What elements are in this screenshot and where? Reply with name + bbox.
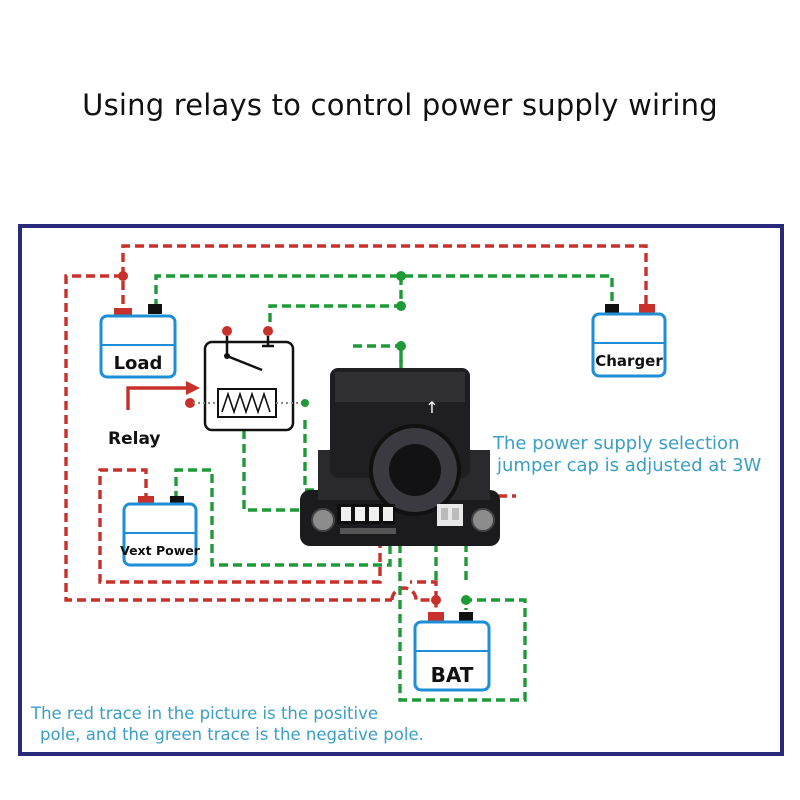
load-battery: Load — [99, 304, 177, 379]
legend-note-line2: pole, and the green trace is the negativ… — [40, 725, 424, 744]
vext-power-label: Vext Power — [120, 543, 201, 558]
charger-battery: Charger — [591, 304, 667, 378]
svg-text:↑: ↑ — [425, 398, 438, 417]
legend-note-line1: The red trace in the picture is the posi… — [30, 704, 378, 723]
page-title: Using relays to control power supply wir… — [82, 88, 718, 122]
bat-battery: BAT — [413, 612, 491, 692]
charger-label: Charger — [595, 352, 663, 370]
jumper-note-line2: jumper cap is adjusted at 3W — [496, 455, 762, 476]
load-label: Load — [114, 353, 163, 374]
relay-symbol — [126, 326, 309, 432]
bat-label: BAT — [431, 663, 474, 687]
relay-label: Relay — [108, 429, 160, 449]
vext-power-battery: Vext Power — [120, 496, 201, 567]
jumper-note-line1: The power supply selection — [492, 433, 739, 454]
sensor-module: ↑ — [300, 368, 500, 546]
diagram-frame — [18, 224, 784, 756]
